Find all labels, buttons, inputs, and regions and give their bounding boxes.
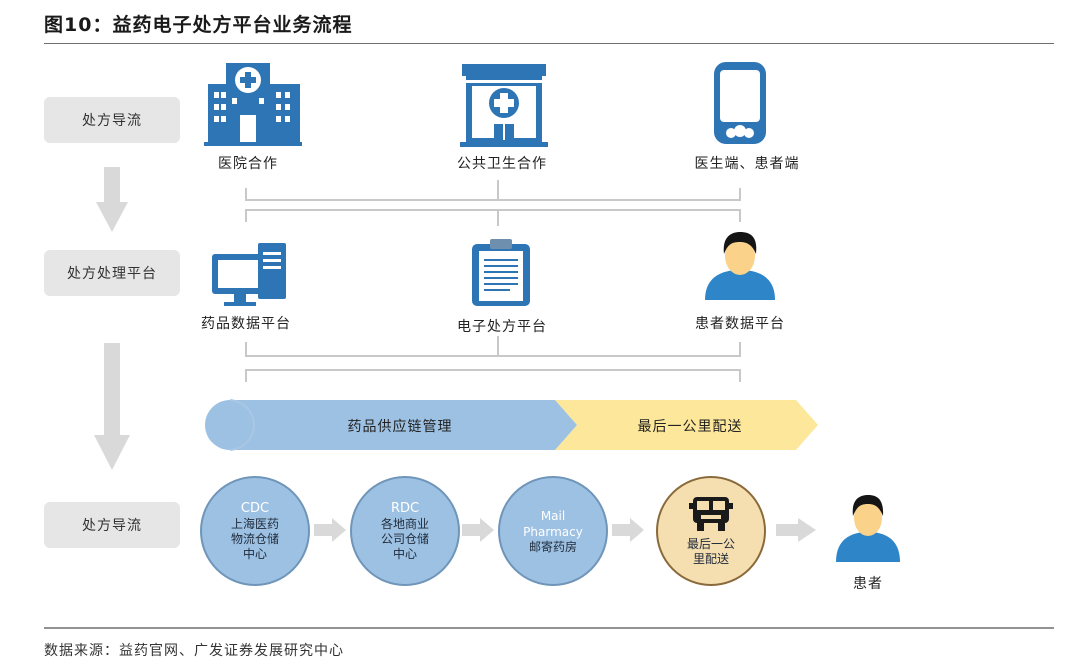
flow-node-line: 物流仓储 xyxy=(230,531,279,546)
flow-node-line: 里配送 xyxy=(692,552,729,566)
side-label-referral-bottom: 处方导流 xyxy=(44,502,180,548)
banner-label-last-mile: 最后一公里配送 xyxy=(637,419,743,435)
label-patient: 患者 xyxy=(853,576,883,592)
down-arrow-1 xyxy=(96,167,128,232)
patient-icon xyxy=(705,232,775,300)
side-label-referral-top: 处方导流 xyxy=(44,97,180,143)
flow-node-last-mile: 最后一公 里配送 xyxy=(656,476,766,586)
flow-node-line: 邮寄药房 xyxy=(528,539,577,554)
label-e-prescription-platform: 电子处方平台 xyxy=(457,319,547,335)
top-rule xyxy=(44,43,1054,44)
delivery-truck-icon xyxy=(689,497,733,531)
label-public-health-cooperation: 公共卫生合作 xyxy=(457,156,547,172)
figure-title: 图10：益药电子处方平台业务流程 xyxy=(44,14,353,36)
patient-icon-bottom xyxy=(836,495,900,562)
label-drug-data-platform: 药品数据平台 xyxy=(201,316,291,332)
flow-node-line: 公司仓储 xyxy=(380,531,429,546)
banner-arrows xyxy=(205,399,818,451)
label-hospital-cooperation: 医院合作 xyxy=(218,156,278,172)
computer-icon xyxy=(212,243,286,306)
flow-node-cdc: CDC 上海医药 物流仓储 中心 xyxy=(200,476,310,586)
flow-node-title: RDC xyxy=(390,500,420,516)
label-patient-data-platform: 患者数据平台 xyxy=(695,316,785,332)
side-label-processing-platform: 处方处理平台 xyxy=(44,250,180,296)
flow-node-line: 中心 xyxy=(392,546,417,561)
flow-node-title: Mail xyxy=(540,508,566,523)
flow-node-line: 中心 xyxy=(242,546,267,561)
banner-label-supply-chain: 药品供应链管理 xyxy=(347,419,453,435)
connector-bracket-2 xyxy=(245,336,741,382)
flow-node-rdc: RDC 各地商业 公司仓储 中心 xyxy=(350,476,460,586)
flow-node-mail-pharmacy: Mail Pharmacy 邮寄药房 xyxy=(498,476,608,586)
down-arrow-2 xyxy=(94,343,130,470)
flow-node-title-2: Pharmacy xyxy=(523,524,583,539)
public-health-building-icon xyxy=(460,64,548,147)
flow-node-line: 上海医药 xyxy=(230,516,279,531)
data-source-note: 数据来源：益药官网、广发证券发展研究中心 xyxy=(44,643,344,659)
clipboard-icon xyxy=(472,239,530,306)
label-doctor-patient-app: 医生端、患者端 xyxy=(694,156,800,172)
flow-node-line: 各地商业 xyxy=(380,516,429,531)
connector-bracket-1 xyxy=(245,180,741,226)
flow-node-title: CDC xyxy=(240,500,270,516)
flow-node-line: 最后一公 xyxy=(686,537,735,551)
hospital-icon xyxy=(204,63,302,146)
mobile-phone-icon xyxy=(714,62,766,144)
flow-arrows xyxy=(314,518,816,542)
